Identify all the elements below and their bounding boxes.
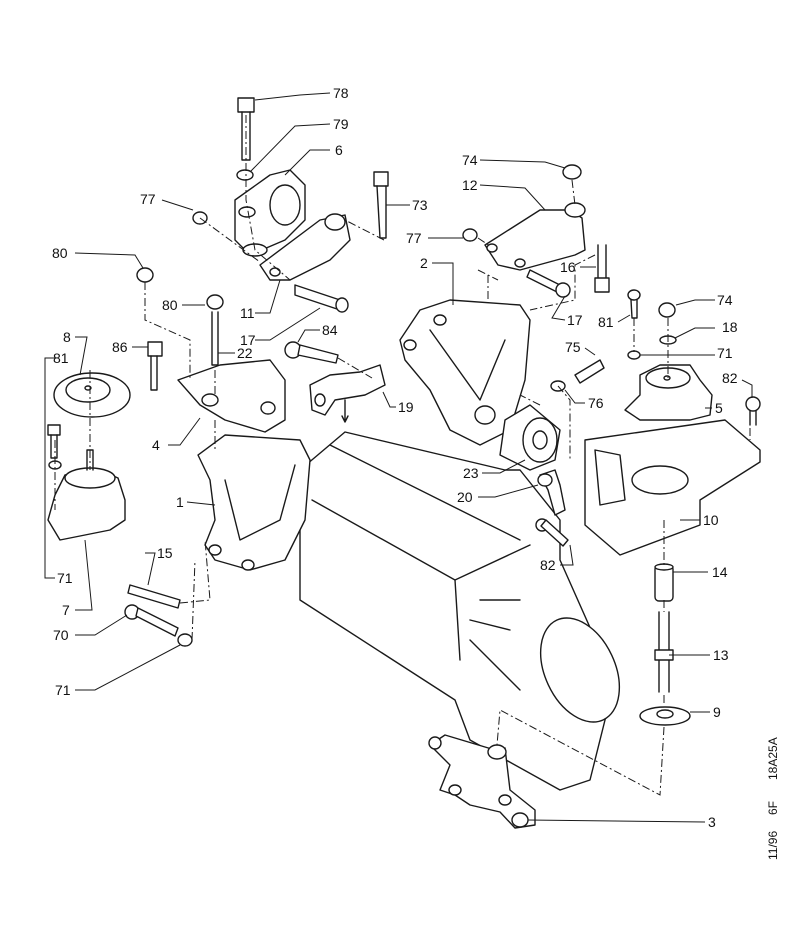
assembly-lines — [54, 115, 751, 796]
callout-14: 14 — [712, 564, 728, 580]
nut-74a — [562, 164, 582, 180]
callout-79: 79 — [333, 116, 349, 132]
callout-10: 10 — [703, 512, 719, 528]
callout-77b: 77 — [406, 230, 422, 246]
callout-74b: 74 — [717, 292, 733, 308]
callout-17b: 17 — [567, 312, 583, 328]
callout-15: 15 — [157, 545, 173, 561]
callout-2: 2 — [420, 255, 428, 271]
part-19-clip — [309, 364, 386, 423]
part-20-clip — [537, 469, 566, 516]
callout-22: 22 — [237, 345, 253, 361]
callout-19: 19 — [398, 399, 414, 415]
callout-80b: 80 — [162, 297, 178, 313]
callout-75: 75 — [565, 339, 581, 355]
part-10-tray — [584, 419, 761, 556]
bolt-73 — [373, 171, 389, 239]
bolt-17b — [526, 269, 571, 298]
bolt-84 — [284, 341, 339, 364]
callout-6: 6 — [335, 142, 343, 158]
callout-20: 20 — [457, 489, 473, 505]
callout-17a: 17 — [240, 332, 256, 348]
callout-8: 8 — [63, 329, 71, 345]
part-12-torque-link — [484, 202, 586, 271]
callout-11: 11 — [240, 305, 255, 321]
callout-7: 7 — [62, 602, 70, 618]
part-23-bush — [499, 404, 561, 471]
callout-4: 4 — [152, 437, 160, 453]
screw-81a — [47, 424, 61, 459]
reference-code: 11/96 6F 18A25A — [766, 737, 780, 860]
bolt-75 — [574, 359, 605, 384]
part-5-rubber-mount — [624, 364, 713, 421]
callout-76: 76 — [588, 395, 604, 411]
callout-81b: 81 — [598, 314, 614, 330]
callout-86: 86 — [112, 339, 128, 355]
callout-84: 84 — [322, 322, 338, 338]
callout-71a: 71 — [57, 570, 73, 586]
bolt-17a — [294, 284, 349, 313]
callouts: 78 79 6 77 73 80 80 11 17 84 86 22 — [44, 85, 753, 830]
callout-18: 18 — [722, 319, 738, 335]
washer-79 — [236, 169, 254, 181]
part-7-rubber-mount — [47, 449, 126, 541]
callout-12: 12 — [462, 177, 478, 193]
part-13-stud — [654, 611, 674, 693]
bolt-86 — [147, 341, 163, 391]
callout-78: 78 — [333, 85, 349, 101]
callout-71b: 71 — [55, 682, 71, 698]
callout-9: 9 — [713, 704, 721, 720]
part-8-cup — [53, 372, 131, 418]
part-1-engine-bracket — [197, 434, 311, 571]
bolt-82b — [535, 518, 569, 547]
callout-77a: 77 — [140, 191, 156, 207]
part-2-gearbox-bracket — [399, 299, 531, 446]
reference-figure-code: 18A25A — [766, 737, 780, 780]
part-4-support — [177, 359, 286, 433]
part-9-cup-washer — [639, 706, 691, 726]
reference-section: 6F — [766, 801, 780, 815]
callout-23: 23 — [463, 465, 479, 481]
bolt-82a — [745, 396, 761, 426]
part-3-lower-bracket — [428, 734, 536, 829]
part-11-bracket — [259, 213, 351, 281]
nut-74b — [658, 302, 676, 318]
callout-73: 73 — [412, 197, 428, 213]
callout-1: 1 — [176, 494, 184, 510]
callout-71c: 71 — [717, 345, 733, 361]
callout-80a: 80 — [52, 245, 68, 261]
screw-81b — [627, 289, 641, 319]
nut-77b — [462, 228, 478, 242]
washer-71c — [627, 350, 641, 360]
stud-22 — [206, 294, 224, 366]
engine-block-outline — [299, 431, 621, 791]
callout-70: 70 — [53, 627, 69, 643]
callout-13: 13 — [713, 647, 729, 663]
nut-80a — [136, 267, 154, 283]
callout-81a: 81 — [53, 350, 69, 366]
callout-82b: 82 — [540, 557, 556, 573]
callout-74a: 74 — [462, 152, 478, 168]
callout-3: 3 — [708, 814, 716, 830]
stud-15 — [127, 584, 181, 609]
callout-16: 16 — [560, 259, 576, 275]
callout-5: 5 — [715, 400, 723, 416]
washer-71b — [177, 633, 193, 647]
bolt-16 — [594, 244, 610, 293]
reference-date: 11/96 — [766, 831, 780, 860]
part-14-spacer — [654, 563, 674, 602]
callout-82a: 82 — [722, 370, 738, 386]
bolt-70 — [124, 604, 179, 637]
